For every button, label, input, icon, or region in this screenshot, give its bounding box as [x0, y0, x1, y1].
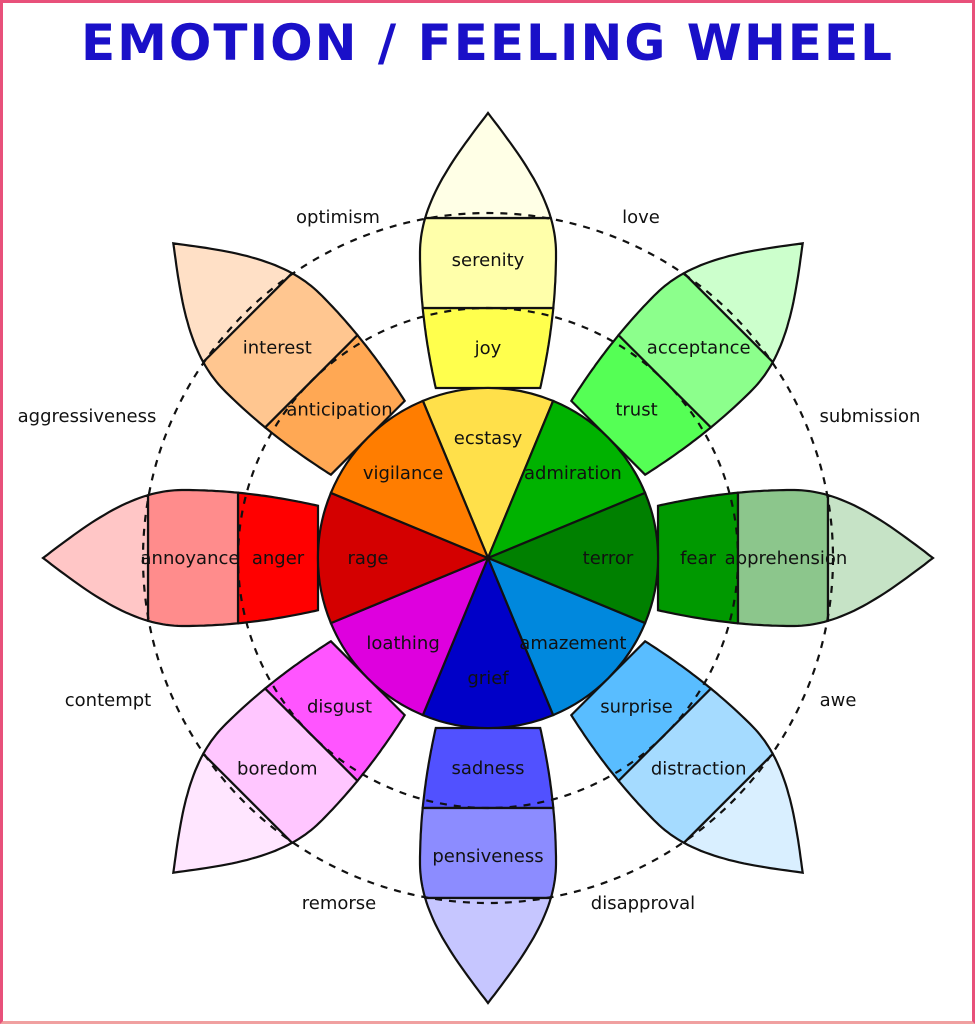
outer-dashed-circle [141, 211, 835, 905]
emotion-label: anticipation [286, 400, 392, 421]
dyad-label: awe [820, 690, 857, 711]
dyad-label: remorse [302, 893, 376, 914]
emotion-label: sadness [451, 758, 524, 779]
emotion-label: rage [348, 548, 389, 569]
sadness-petal [418, 726, 558, 1005]
joy-petal [418, 111, 558, 390]
dyad-label: love [622, 207, 660, 228]
trust-petal [569, 241, 805, 477]
disgust-petal-band-3 [171, 752, 294, 875]
emotion-label: admiration [524, 463, 622, 484]
dyad-labels: love submission awe disapproval remorse conte… [18, 207, 921, 914]
anticipation-petal-band-3 [171, 241, 294, 364]
disgust-petal [171, 639, 407, 875]
anger-petal [41, 488, 320, 628]
surprise-petal-band-3 [682, 752, 805, 875]
emotion-label: loathing [366, 633, 439, 654]
joy-petal-core [421, 386, 555, 561]
joy-petal-band-3 [423, 111, 553, 220]
fear-petal [656, 488, 935, 628]
emotion-label: amazement [519, 633, 626, 654]
dyad-label: submission [820, 406, 921, 427]
fear-petal-core [485, 491, 660, 625]
surprise-petal-core [485, 555, 647, 717]
sadness-petal-band-3 [423, 896, 553, 1005]
surprise-petal [569, 639, 805, 875]
sadness-petal-core [421, 555, 555, 730]
emotion-label: trust [615, 400, 657, 421]
emotion-label: fear [680, 548, 716, 569]
emotion-label: grief [467, 668, 509, 689]
anticipation-petal-core [329, 399, 491, 561]
emotion-label: anger [252, 548, 305, 569]
trust-petal-core [485, 399, 647, 561]
emotion-label: annoyance [141, 548, 240, 569]
page-title: EMOTION / FEELING WHEEL [81, 14, 894, 72]
emotion-label: surprise [600, 697, 672, 718]
emotion-label: ecstasy [454, 428, 523, 449]
emotion-label: disgust [307, 697, 372, 718]
trust-petal-band-3 [682, 241, 805, 364]
dyad-label: aggressiveness [18, 406, 157, 427]
emotion-label: vigilance [363, 463, 444, 484]
emotion-label: boredom [237, 759, 318, 780]
emotion-label: terror [583, 548, 634, 569]
emotion-label: pensiveness [432, 846, 543, 867]
emotion-label: apprehension [725, 548, 848, 569]
emotion-label: interest [243, 337, 312, 358]
emotion-label: distraction [651, 759, 747, 780]
disgust-petal-core [329, 555, 491, 717]
emotion-label: acceptance [647, 337, 751, 358]
emotion-label: joy [474, 338, 502, 359]
guide-circles [141, 211, 835, 905]
anticipation-petal [171, 241, 407, 477]
anger-petal-core [316, 491, 491, 625]
petals-layer [41, 111, 935, 1005]
dyad-label: disapproval [591, 893, 695, 914]
inner-dashed-circle [236, 306, 740, 810]
anger-petal-band-3 [41, 493, 150, 623]
fear-petal-band-3 [826, 493, 935, 623]
dyad-label: optimism [296, 207, 380, 228]
dyad-label: contempt [65, 690, 151, 711]
emotion-label: serenity [452, 250, 525, 271]
emotion-labels: ecstasy joy serenity admiration trust accepta… [141, 250, 848, 867]
